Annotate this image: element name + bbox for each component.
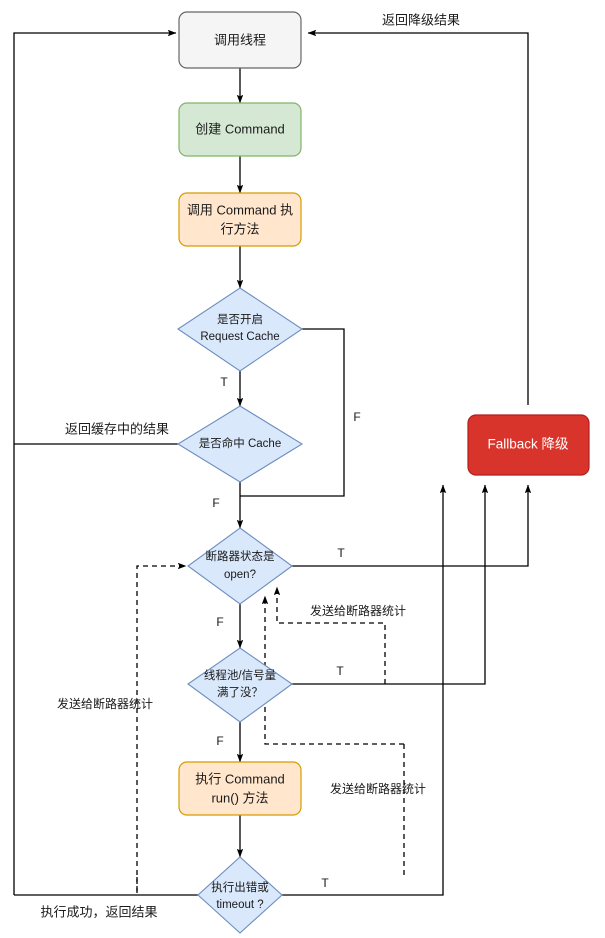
node-request-cache-shape[interactable]: [177, 287, 303, 372]
node-start-shape[interactable]: [178, 11, 302, 69]
node-error-timeout-label-line2: timeout ?: [216, 899, 263, 911]
node-request-cache-label-line2: Request Cache: [200, 331, 279, 343]
node-start-label: 调用线程: [214, 32, 266, 47]
branch-labels-layer: T F F T F T F T: [212, 375, 360, 890]
edge-request-cache-false-bypass: [240, 328, 345, 497]
edge-left-rail-return-to-start: [13, 29, 177, 895]
node-start[interactable]: 调用线程: [178, 11, 302, 69]
node-error-timeout-decision[interactable]: 执行出错或 timeout ?: [197, 856, 283, 934]
node-create-command-shape[interactable]: [178, 102, 302, 157]
node-error-timeout-label-line1: 执行出错或: [211, 880, 269, 894]
edge-stats-left-loop-dashed: [136, 562, 187, 893]
label-send-circuit-stats-1: 发送给断路器统计: [310, 603, 406, 618]
edges-layer: [13, 29, 532, 896]
node-invoke-execute-label-line2: 行方法: [220, 221, 259, 236]
node-circuit-open-decision[interactable]: 断路器状态是 open?: [187, 527, 293, 605]
node-pool-full-decision[interactable]: 线程池/信号量 满了没？: [187, 647, 293, 723]
node-cache-hit-label: 是否命中 Cache: [199, 436, 281, 450]
label-branch-error-true: T: [321, 876, 329, 890]
label-return-fallback-result: 返回降级结果: [382, 12, 460, 27]
node-pool-full-label-line2: 满了没？: [217, 686, 263, 699]
edge-stats-from-pool-dashed: [273, 586, 386, 684]
node-create-command-label: 创建 Command: [195, 121, 285, 136]
edge-circuit-open-true-to-fallback: [292, 484, 532, 567]
label-branch-circuit-open-false: F: [216, 615, 223, 629]
edge-pool-full-true-to-fallback: [286, 484, 489, 685]
node-request-cache-label-line1: 是否开启: [217, 313, 263, 326]
label-branch-request-cache-false: F: [353, 410, 360, 424]
node-run-method[interactable]: 执行 Command run() 方法: [178, 761, 302, 816]
node-run-method-label-line2: run() 方法: [211, 790, 268, 805]
node-run-method-label-line1: 执行 Command: [195, 771, 285, 786]
node-error-timeout-shape[interactable]: [197, 856, 283, 934]
node-invoke-execute-label-line1: 调用 Command 执: [187, 202, 293, 217]
node-cache-hit-shape[interactable]: [176, 405, 304, 483]
node-fallback-label: Fallback 降级: [487, 437, 569, 452]
node-pool-full-label-line1: 线程池/信号量: [204, 668, 276, 682]
node-fallback-shape[interactable]: [467, 414, 590, 476]
label-return-cached-result: 返回缓存中的结果: [65, 421, 169, 436]
label-branch-circuit-open-true: T: [337, 546, 345, 560]
label-send-circuit-stats-3: 发送给断路器统计: [57, 696, 153, 711]
label-branch-cache-hit-false: F: [212, 496, 219, 510]
label-send-circuit-stats-2: 发送给断路器统计: [330, 781, 426, 796]
node-create-command[interactable]: 创建 Command: [178, 102, 302, 157]
label-branch-pool-full-false: F: [216, 734, 223, 748]
node-circuit-open-label-line1: 断路器状态是: [206, 549, 275, 563]
node-request-cache-decision[interactable]: 是否开启 Request Cache: [177, 287, 303, 372]
nodes-layer: 调用线程 创建 Command 调用 Command 执 行方法 是否开启 Re…: [176, 11, 590, 934]
label-branch-request-cache-true: T: [220, 375, 228, 389]
edge-stats-from-run-dashed: [261, 595, 404, 745]
edge-fallback-return-to-start: [307, 29, 529, 405]
node-circuit-open-shape[interactable]: [187, 527, 293, 605]
edge-labels-layer: 返回降级结果 返回缓存中的结果 发送给断路器统计 发送给断路器统计 发送给断路器…: [40, 12, 460, 919]
node-invoke-execute[interactable]: 调用 Command 执 行方法: [178, 192, 302, 247]
label-branch-pool-full-true: T: [336, 664, 344, 678]
node-circuit-open-label-line2: open?: [224, 569, 256, 581]
node-pool-full-shape[interactable]: [187, 647, 293, 723]
node-fallback[interactable]: Fallback 降级: [467, 414, 590, 476]
node-cache-hit-decision[interactable]: 是否命中 Cache: [176, 405, 304, 483]
edge-error-true-to-fallback: [282, 484, 447, 896]
label-success-return-result: 执行成功，返回结果: [40, 904, 157, 919]
node-invoke-execute-shape[interactable]: [178, 192, 302, 247]
node-run-method-shape[interactable]: [178, 761, 302, 816]
